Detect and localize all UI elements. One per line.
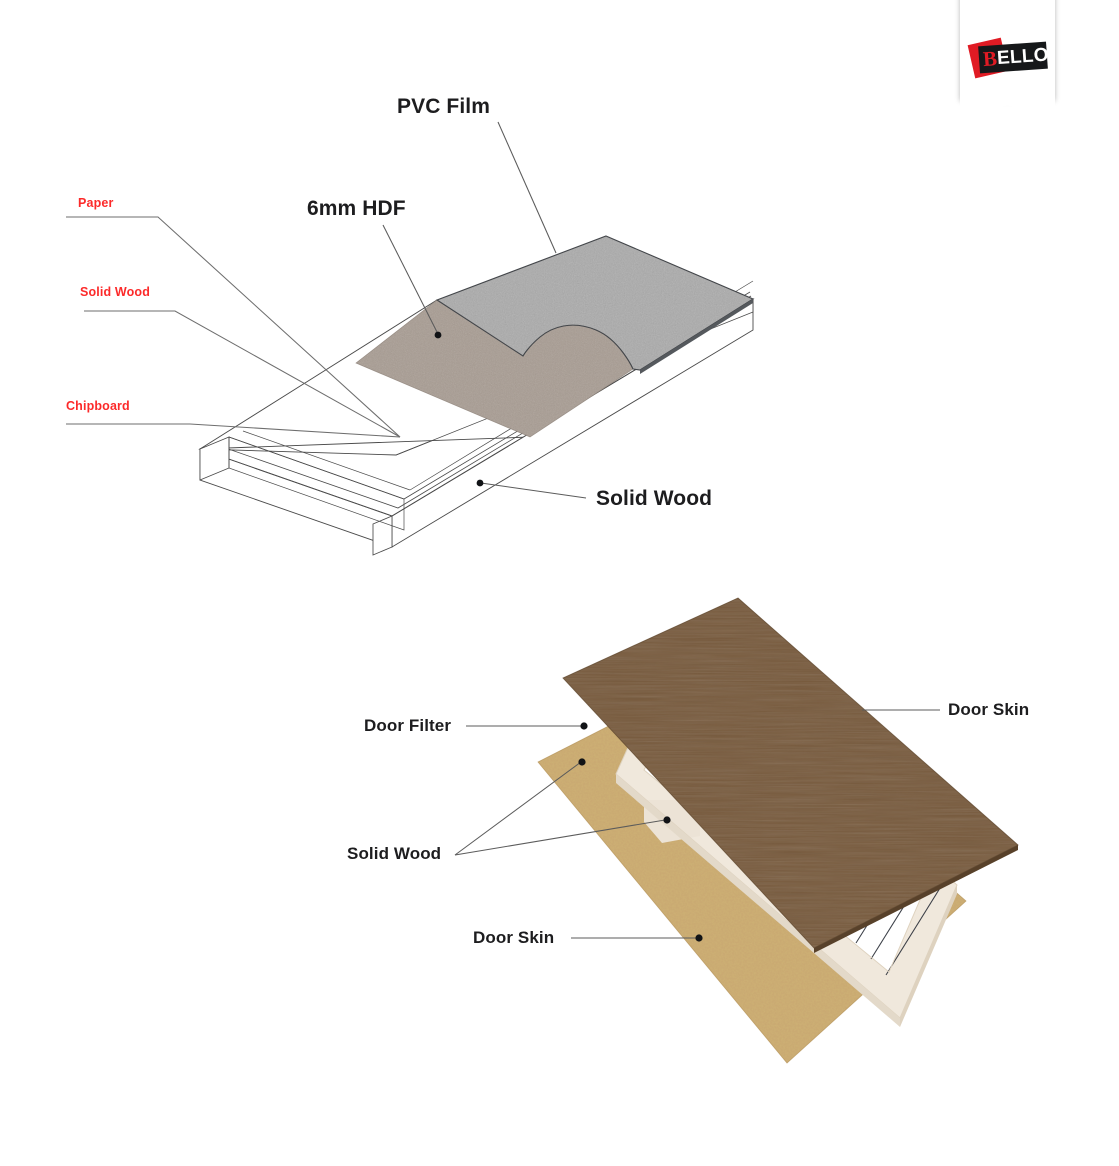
label-solid-wood-top: Solid Wood bbox=[596, 487, 713, 510]
bottom-diagram-leaders bbox=[454, 709, 940, 942]
label-solid-wood-frame: Solid Wood bbox=[347, 844, 442, 863]
top-diagram-leaders bbox=[66, 121, 587, 499]
brand-badge-notch bbox=[960, 92, 1055, 114]
label-6mm-hdf: 6mm HDF bbox=[307, 197, 406, 220]
label-paper: Paper bbox=[78, 196, 114, 210]
label-door-filter: Door Filter bbox=[364, 716, 452, 735]
label-door-skin-top: Door Skin bbox=[948, 700, 1030, 719]
label-solid-wood-red: Solid Wood bbox=[80, 285, 151, 299]
label-chipboard: Chipboard bbox=[66, 399, 130, 413]
label-pvc-film: PVC Film bbox=[397, 95, 490, 118]
label-door-skin-bottom: Door Skin bbox=[473, 928, 555, 947]
